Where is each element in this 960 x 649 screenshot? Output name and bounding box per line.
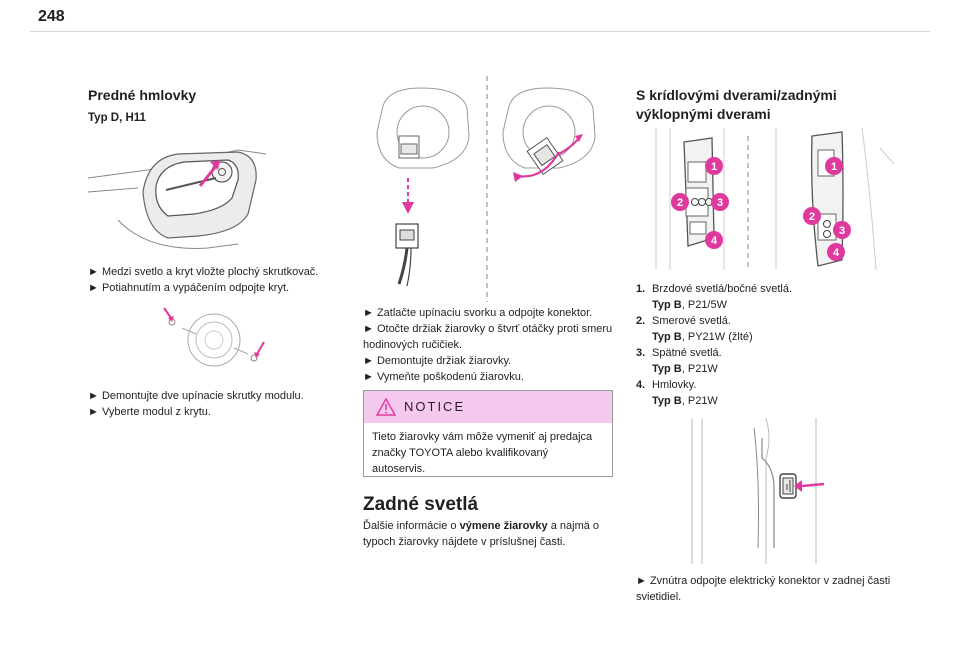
callout-3-right: 3 [839,225,845,237]
notice-header: NOTICE [364,391,612,423]
list-item: 3. Spätné svetlá. Typ B, P21W [636,347,722,375]
callout-2-left: 2 [677,197,683,209]
rear-bulb-list: 1. Brzdové svetlá/bočné svetlá. Typ B, P… [636,281,896,409]
callout-4-left: 4 [711,235,718,247]
intro-text-end: a najmä o typoch žiarovky nájdete v prís… [363,520,600,548]
rear-lights-title: Zadné svetlá [363,494,479,515]
page-number: 248 [38,8,65,25]
step-remove-screws: Demontujte dve upínacie skrutky modulu. [88,388,350,404]
notice-title: NOTICE [404,399,466,414]
notice-text: Tieto žiarovky vám môže vymeniť aj preda… [372,431,593,475]
step-replace-bulb: Vymeňte poškodenú žiarovku. [363,369,618,385]
rear-doors-heading: S krídlovými dverami/zadnými výklopnými … [636,86,896,124]
list-item: 1. Brzdové svetlá/bočné svetlá. Typ B, P… [636,283,793,311]
list-item: 2. Smerové svetlá. Typ B, PY21W (žlté) [636,315,753,343]
callout-1-left: 1 [711,161,717,173]
rear-lights-intro: Ďalšie informácie o výmene žiarovky a na… [363,518,621,550]
fog-lights-type: Typ D, H11 [88,112,146,124]
callout-1-right: 1 [831,161,837,173]
rear-doors-heading-line2: výklopnými dverami [636,106,771,122]
final-step: Zvnútra odpojte elektrický konektor v za… [636,573,898,605]
notice-box: NOTICE Tieto žiarovky vám môže vymeniť a… [363,390,613,477]
figure-module-screws [160,304,270,374]
bulb-steps: Zatlačte upínaciu svorku a odpojte konek… [363,305,618,385]
intro-text-start: Ďalšie informácie o [363,520,460,532]
fog-lights-heading: Predné hmlovky [88,87,197,103]
step-disconnect-rear-connector: Zvnútra odpojte elektrický konektor v za… [636,573,898,605]
callout-4-right: 4 [833,247,840,259]
callout-2-right: 2 [809,211,815,223]
step-insert-screwdriver: Medzi svetlo a kryt vložte plochý skrutk… [88,264,350,280]
fog-steps-b: Demontujte dve upínacie skrutky modulu. … [88,388,350,420]
step-disconnect-connector: Zatlačte upínaciu svorku a odpojte konek… [363,305,618,321]
figure-bulb-holder [363,76,613,302]
figure-rear-lamp-clusters: 1 2 3 4 1 2 3 4 [636,128,896,270]
intro-text-bold: výmene žiarovky [459,520,548,532]
rear-doors-heading-line1: S krídlovými dverami/zadnými [636,87,837,103]
fog-steps-a: Medzi svetlo a kryt vložte plochý skrutk… [88,264,350,296]
figure-connector [636,418,886,564]
step-remove-holder: Demontujte držiak žiarovky. [363,353,618,369]
list-item: 4. Hmlovky. Typ B, P21W [636,379,718,407]
callout-3-left: 3 [717,197,723,209]
step-remove-module: Vyberte modul z krytu. [88,404,350,420]
step-rotate-holder: Otočte držiak žiarovky o štvrť otáčky pr… [363,321,618,353]
step-pry-cover: Potiahnutím a vypáčením odpojte kryt. [88,280,350,296]
top-divider [30,31,930,32]
warning-icon [375,397,397,421]
figure-fog-cover-removal [88,140,268,255]
